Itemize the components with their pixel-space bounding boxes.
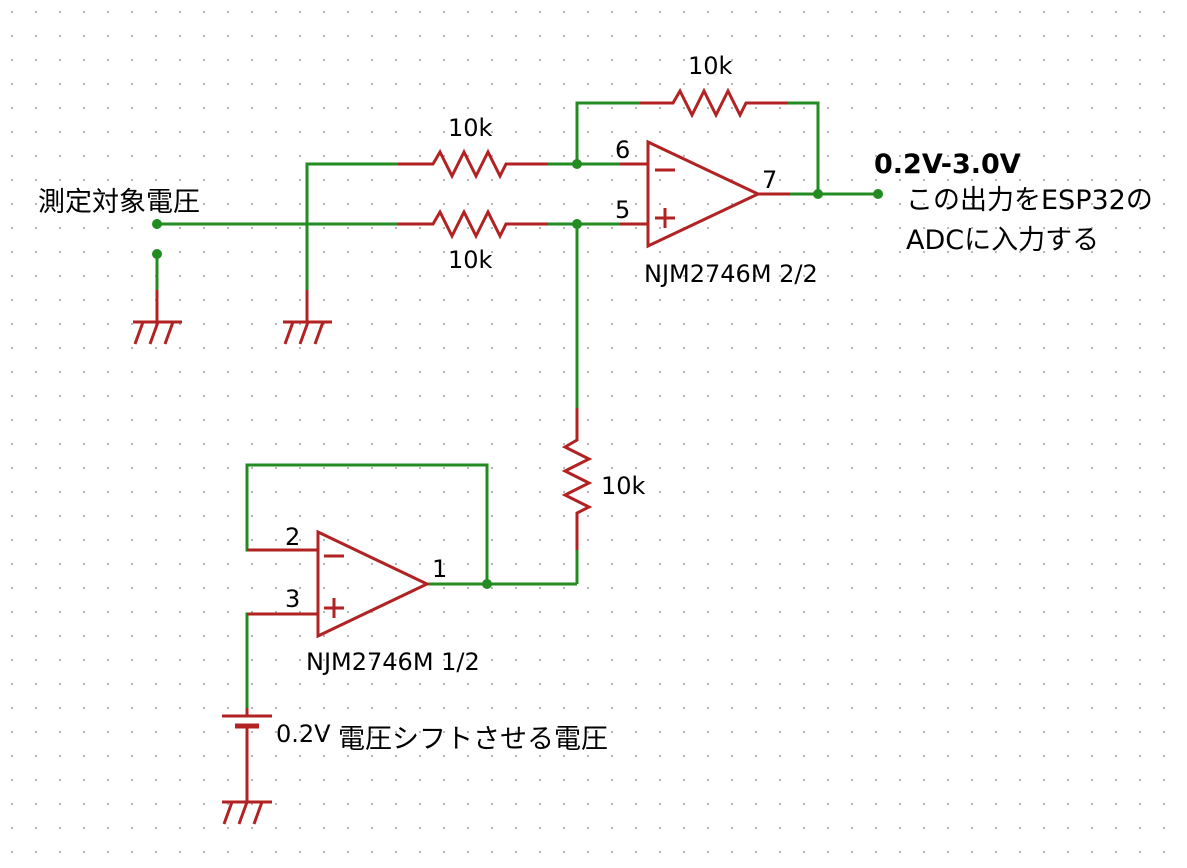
input-voltage-label: 測定対象電圧 <box>38 187 200 218</box>
opamp-upper-label: NJM2746M 2/2 <box>644 260 818 288</box>
opamp-lower <box>316 529 431 639</box>
pin-upper-output: 7 <box>762 166 777 194</box>
ground-battery-icon <box>222 800 272 825</box>
resistor-shift <box>561 408 593 550</box>
resistor-inverting-value: 10k <box>448 114 493 142</box>
output-note-line2: ADCに入力する <box>906 225 1099 256</box>
node-output-feedback <box>813 189 823 199</box>
ground-input-icon <box>133 290 182 345</box>
resistor-shift-value: 10k <box>601 472 646 500</box>
node-input <box>152 219 162 229</box>
node-noninverting <box>572 219 582 229</box>
node-output <box>873 189 883 199</box>
node-buffer-output <box>482 579 492 589</box>
pin-upper-noninverting: 5 <box>615 196 630 224</box>
components <box>133 87 790 825</box>
node-inverting <box>572 159 582 169</box>
ground-inverting-icon <box>283 290 332 345</box>
output-range-label: 0.2V-3.0V <box>874 149 1021 180</box>
node-input-ground <box>152 249 162 259</box>
pin-lower-output: 1 <box>432 555 447 583</box>
pin-lower-inverting: 2 <box>285 523 300 551</box>
resistor-feedback <box>640 87 788 119</box>
opamp-upper <box>646 139 762 249</box>
resistor-feedback-value: 10k <box>688 52 733 80</box>
pin-lower-noninverting: 3 <box>285 585 300 613</box>
shift-voltage-description: 電圧シフトさせる電圧 <box>338 724 608 755</box>
battery-symbol <box>222 708 272 802</box>
pin-upper-inverting: 6 <box>615 136 630 164</box>
shift-voltage-value: 0.2V <box>276 720 331 748</box>
resistor-inverting <box>398 148 548 180</box>
resistor-noninverting <box>398 208 548 240</box>
junctions <box>152 159 883 589</box>
resistor-noninverting-value: 10k <box>448 246 493 274</box>
output-note-line1: この出力をESP32の <box>906 185 1153 216</box>
opamp-lower-label: NJM2746M 1/2 <box>306 648 480 676</box>
